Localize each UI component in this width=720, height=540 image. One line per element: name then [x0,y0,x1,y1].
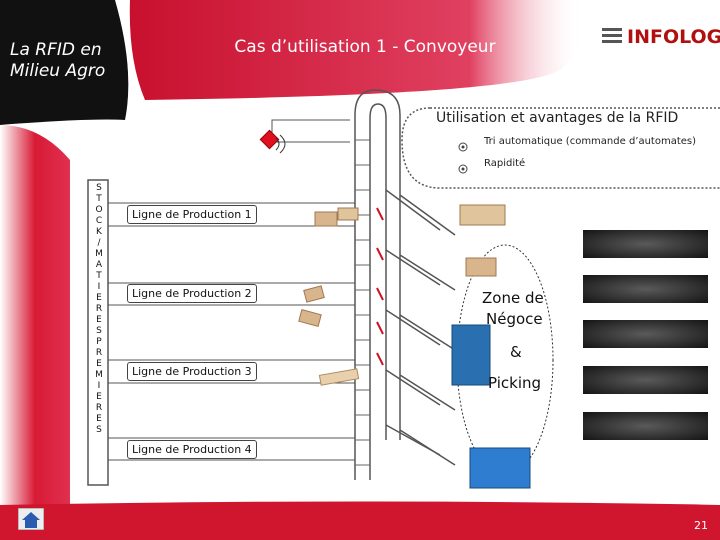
stock-label-letter: R [95,304,103,314]
stock-label-letter: M [95,370,103,380]
zone-label-line1: Zone de [482,289,544,307]
stock-label-letter: E [96,359,102,369]
stock-label-letter: E [96,315,102,325]
advantage-item: Tri automatique (commande d’automates) [484,136,697,147]
stock-label-letter: S [96,326,102,336]
zone-label-ampersand: & [510,343,522,361]
production-connectors [108,202,355,461]
home-icon [17,507,45,531]
presentation-title: La RFID en Milieu Agro [10,40,106,81]
stock-label-letter: K [96,227,102,237]
panel-title: Utilisation et avantages de la RFID [436,110,679,126]
header-banner [129,0,584,100]
conveyor [354,89,456,480]
stock-label-letter: S [96,183,102,193]
production-line-1: Ligne de Production 1 [127,205,257,224]
stock-label-letter: / [97,238,101,248]
tag-marks [376,207,384,366]
stock-label-letter: T [96,194,102,204]
stock-label-letter: E [96,414,102,424]
stock-label-letter: T [96,271,102,281]
page-number: 21 [694,519,708,532]
stock-label-letter: I [97,381,101,391]
rfid-tag-icon [259,129,280,150]
stock-label-letter: E [96,392,102,402]
home-button[interactable] [17,507,45,531]
advantages-panel [401,107,720,189]
stock-label-letter: M [95,249,103,259]
stock-column [87,179,109,486]
production-line-2: Ligne de Production 2 [127,284,257,303]
stock-label-letter: E [96,293,102,303]
stock-label-letter: C [95,216,103,226]
crate-stack-icon [451,204,531,489]
pallet-icon [298,207,360,386]
truck-icon [583,230,708,440]
header-left-swoosh [0,0,129,125]
left-sidebar [0,125,70,540]
slide-title: Cas d’utilisation 1 - Convoyeur [234,37,496,57]
stock-label-letter: O [95,205,103,215]
stock-label-letter: I [97,282,101,292]
stock-label-letter: R [95,348,103,358]
company-logo: INFOLOGIC [627,26,720,48]
advantage-item: Rapidité [484,158,526,169]
bullet-icon [458,137,468,156]
logo-icon [602,28,622,44]
rfid-reader-icon [275,134,286,154]
zone-label-line2: Négoce [486,310,543,328]
stock-label-letter: R [95,403,103,413]
zone-label-line4: Picking [488,374,542,392]
stock-label-letter: A [95,260,103,270]
stock-label-letter: P [96,337,102,347]
bullet-icon [458,159,468,178]
production-line-4: Ligne de Production 4 [127,440,257,459]
production-line-3: Ligne de Production 3 [127,362,257,381]
stock-label-letter: S [96,425,102,435]
conveyor-rungs [355,139,370,466]
